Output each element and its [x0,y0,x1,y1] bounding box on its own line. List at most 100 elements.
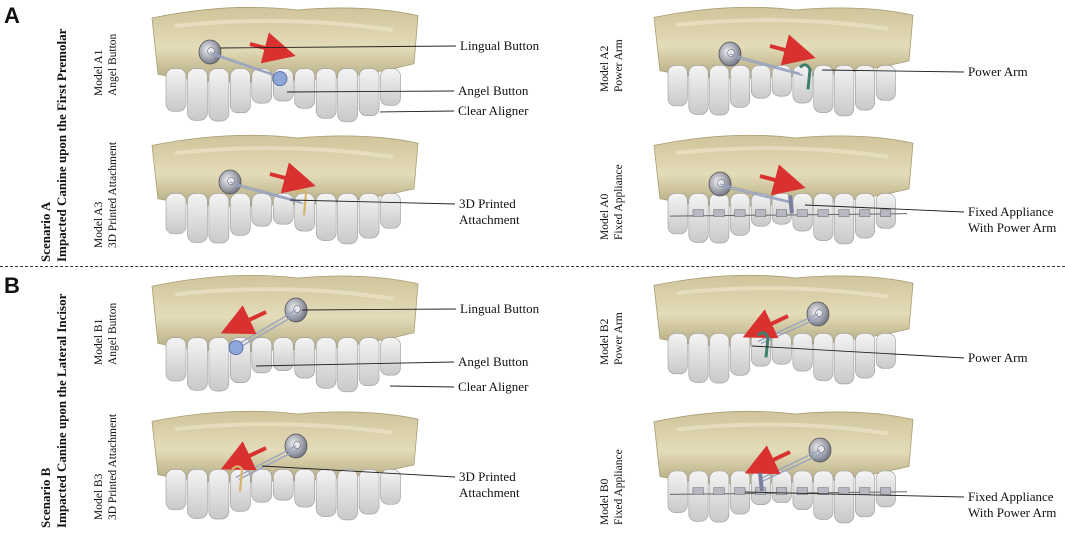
model-b2-label: Model B2 Power Arm [598,312,626,365]
tooth-b1-7 [294,337,315,379]
callout-a-power-arm: Power Arm [968,64,1028,79]
tooth-a2-5 [750,65,771,99]
model-a0-label: Model A0 Fixed Appliance [598,164,626,240]
tooth-b1-9 [337,337,358,393]
bracket-a0-5 [776,209,787,217]
tooth-a3-6 [272,193,294,225]
tooth-a2-8 [813,65,834,113]
scenario-b-label: Scenario B Impacted Canine upon the Late… [38,294,70,528]
tooth-b0-2 [688,470,709,522]
leader-line-7 [301,308,457,311]
model-b2-name: Model B2 [599,318,611,365]
angel-button-a1 [272,71,288,86]
tooth-a2-9 [834,65,855,117]
callout-a-clear-aligner: Clear Aligner [458,103,529,118]
tooth-b3-3 [208,469,230,520]
model-b3-name: Model B3 [93,473,105,520]
tooth-b1-2 [187,337,208,391]
tooth-a1-1 [165,68,187,112]
force-arrow-a3 [269,162,316,194]
power-arm-b2 [756,331,770,358]
tooth-b2-9 [834,333,855,385]
model-a0-desc: Fixed Appliance [613,164,625,240]
tooth-b0-8 [813,470,834,520]
model-b2-desc: Power Arm [613,312,625,365]
callout-b-angel-button: Angel Button [458,354,529,369]
tooth-b1-1 [165,337,187,382]
model-a1-desc: Angel Button [107,33,119,96]
tooth-a2-4 [730,65,751,108]
panel-letter-b: B [4,273,20,298]
callout-b-power-arm: Power Arm [968,350,1028,365]
tooth-a3-4 [230,193,251,236]
jaw-model-b3 [151,410,419,521]
tooth-b3-8 [315,469,337,517]
tooth-b3-6 [272,469,294,501]
bracket-b0-3 [734,487,746,495]
power-arm-a2 [798,63,812,90]
model-a2-label: Model A2 Power Arm [598,39,626,92]
tooth-a1-4 [230,68,251,114]
callout-b-printed-attachment: 3D Printed Attachment [459,469,520,501]
callout-a-fixed-line2: With Power Arm [968,220,1057,235]
elastic-a2 [729,53,801,75]
tooth-b0-3 [709,470,730,523]
force-arrow-b1 [220,305,267,335]
force-arrow-a1 [249,32,296,64]
tooth-b3-1 [165,469,187,511]
tooth-a0-3 [709,193,730,244]
tooth-a2-11 [875,65,896,101]
tooth-a1-3 [208,68,230,122]
jaw-model-b1 [151,274,419,393]
bracket-a0-10 [880,209,892,217]
tooth-b1-6 [272,337,294,372]
model-b3-label: Model B3 3D Printed Attachment [92,414,120,520]
elastic-b1 [235,309,297,347]
tooth-b2-8 [813,333,834,381]
elastic-a1 [209,51,281,78]
jaw-model-a1 [151,6,419,123]
leader-line-9 [389,385,455,388]
bracket-a0-8 [838,209,850,217]
tooth-a1-9 [337,68,358,123]
model-a0-name: Model A0 [599,193,611,240]
model-a3-desc: 3D Printed Attachment [107,141,119,248]
tooth-b1-8 [315,337,337,389]
printed-attachment-a3 [295,189,308,216]
tooth-b2-7 [792,333,813,372]
leader-line-1 [219,45,457,49]
elastic-b3 [235,445,297,479]
scenario-b-title: Scenario B [38,467,53,528]
bracket-a0-1 [692,209,704,217]
scenario-divider [0,266,1065,267]
callout-b-printed-line2: Attachment [459,485,520,500]
force-arrow-b0 [744,445,791,475]
callout-b-printed-line1: 3D Printed [459,469,516,484]
bracket-a0-9 [859,209,871,217]
jaw-model-a2 [653,6,914,117]
bracket-b0-10 [880,487,892,495]
scenario-a-label: Scenario A Impacted Canine upon the Firs… [38,29,70,262]
model-a3-name: Model A3 [93,201,105,248]
tooth-b3-10 [358,469,380,515]
tooth-b3-2 [187,469,208,519]
force-arrow-a0 [759,164,806,196]
model-b1-desc: Angel Button [107,302,119,365]
tooth-a0-2 [688,193,709,243]
callout-b-fixed-line1: Fixed Appliance [968,489,1054,504]
tooth-b2-2 [688,333,709,383]
power-arm-b0 [758,472,764,492]
model-a2-name: Model A2 [599,45,611,92]
bracket-b0-8 [838,487,850,495]
tooth-a1-8 [315,68,337,119]
callout-b-fixed-appliance: Fixed Appliance With Power Arm [968,489,1056,521]
tooth-a2-2 [688,65,709,115]
elastic-a3 [229,181,301,203]
tooth-a2-1 [667,65,688,107]
leader-line-4 [821,69,965,73]
tooth-a3-5 [251,193,273,227]
leader-line-10 [751,345,965,359]
bracket-a0-7 [817,209,829,217]
tooth-b1-11 [380,337,401,376]
jaw-model-b0 [653,410,914,524]
